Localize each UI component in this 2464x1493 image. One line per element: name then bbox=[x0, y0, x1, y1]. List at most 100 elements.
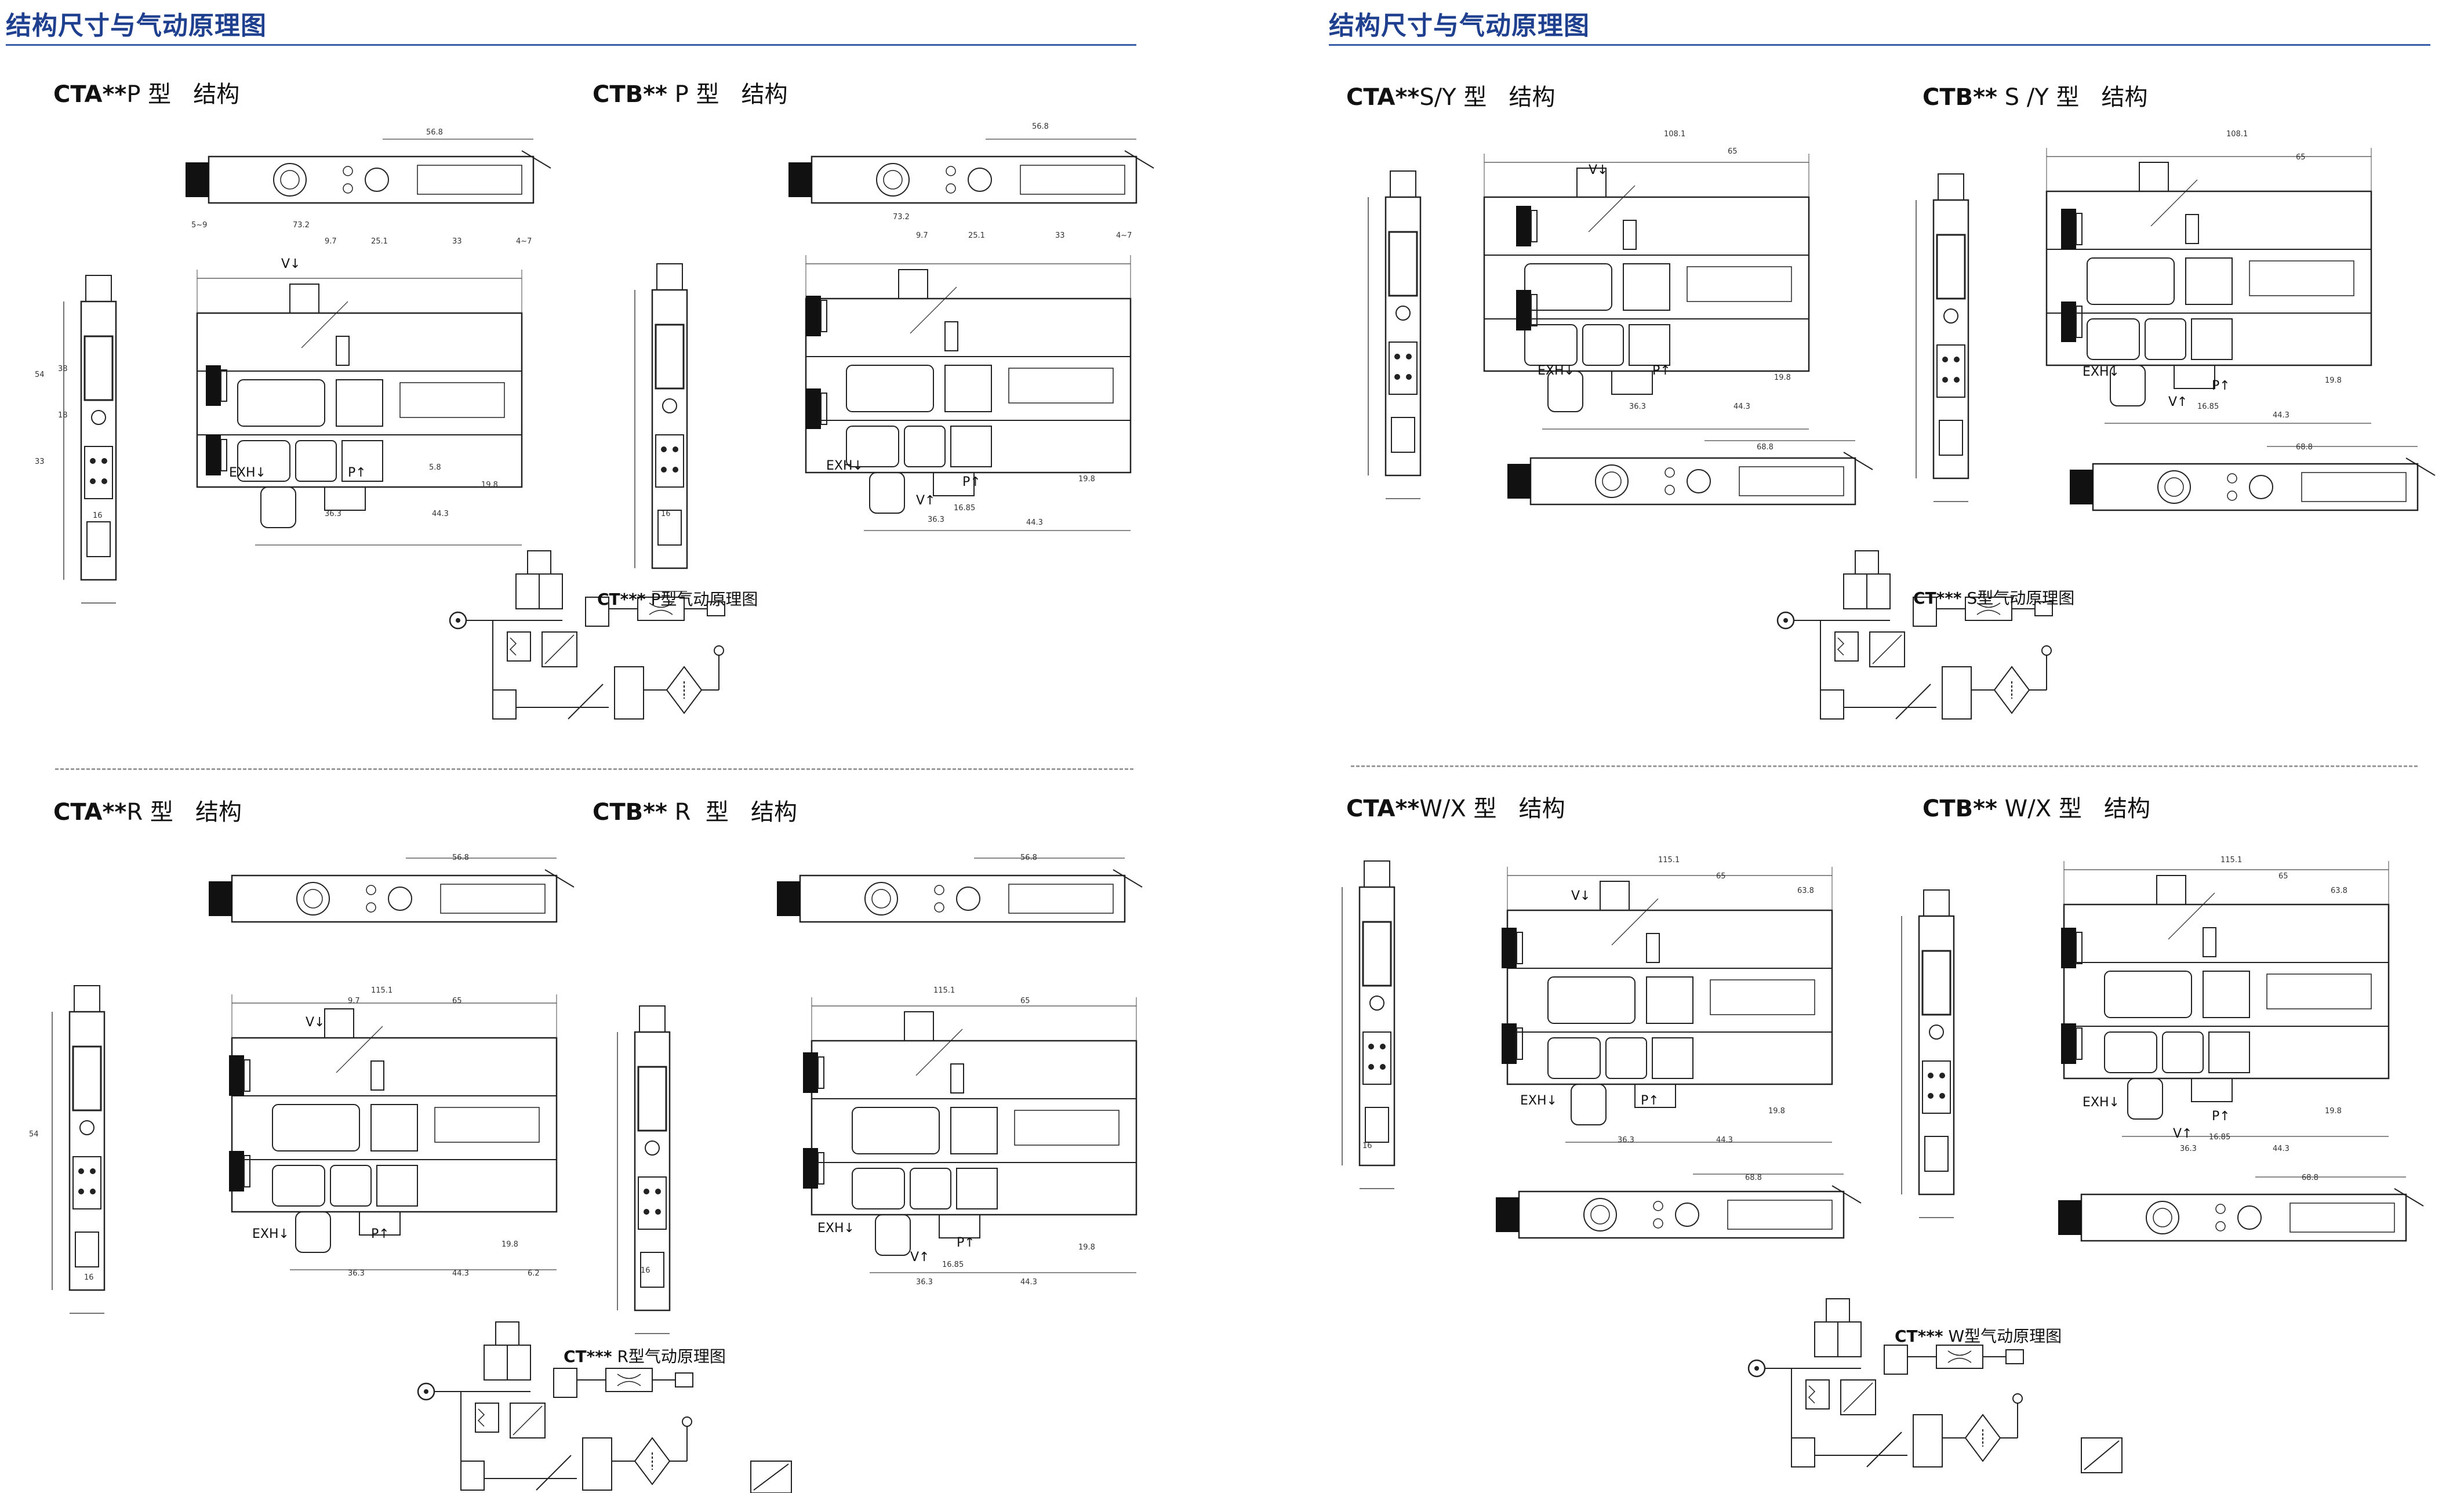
section-divider-right bbox=[1351, 765, 2418, 767]
dim-text: 36.3 bbox=[928, 515, 944, 524]
label-p-cta-wx: P↑ bbox=[1641, 1094, 1659, 1108]
section-title-cta-wx: CTA**W/X 型 结构 bbox=[1346, 795, 1565, 822]
dim-text: 36.3 bbox=[916, 1278, 933, 1287]
label-v-cta-p: V↓ bbox=[281, 257, 300, 271]
dim-text: 16 bbox=[93, 511, 103, 520]
dim-text: 4~7 bbox=[516, 237, 532, 246]
dim-text: 19.8 bbox=[1078, 1243, 1095, 1252]
schematic-caption-p: CT*** P型气动原理图 bbox=[597, 590, 758, 609]
label-p-cta-sy: P↑ bbox=[1652, 364, 1671, 378]
schematic-caption-r: CT*** R型气动原理图 bbox=[564, 1347, 726, 1366]
dim-text: 65 bbox=[452, 997, 462, 1005]
dim-text: 9.7 bbox=[325, 237, 337, 246]
dim-text: 44.3 bbox=[1716, 1136, 1733, 1145]
dim-text: 44.3 bbox=[1026, 518, 1043, 527]
dim-text: 108.1 bbox=[1664, 130, 1685, 139]
dim-text: 4~7 bbox=[1116, 231, 1132, 240]
label-exh-ctb-r: EXH↓ bbox=[817, 1221, 855, 1236]
dim-text: 19.8 bbox=[481, 481, 498, 489]
label-exh-cta-r: EXH↓ bbox=[252, 1227, 289, 1241]
dim-text: 6.2 bbox=[528, 1269, 540, 1278]
dim-text: 36.3 bbox=[348, 1269, 365, 1278]
dim-text: 16 bbox=[1362, 1142, 1372, 1150]
dim-text: 16 bbox=[641, 1266, 650, 1275]
dim-text: 25.1 bbox=[968, 231, 985, 240]
dim-text: 68.8 bbox=[2302, 1174, 2318, 1182]
dim-text: 65 bbox=[1728, 147, 1738, 156]
dim-text: 9.7 bbox=[348, 997, 360, 1005]
label-v-ctb-wx: V↑ bbox=[2173, 1127, 2192, 1141]
label-v-cta-r: V↓ bbox=[306, 1015, 325, 1030]
dim-text: 36.3 bbox=[325, 510, 341, 518]
dim-text: 9.7 bbox=[916, 231, 928, 240]
dim-text: 44.3 bbox=[1020, 1278, 1037, 1287]
section-title-cta-p: CTA**P 型 结构 bbox=[53, 81, 240, 108]
dim-text: 19.8 bbox=[1774, 373, 1791, 382]
section-title-ctb-sy: CTB** S /Y 型 结构 bbox=[1922, 84, 2148, 111]
section-title-cta-sy: CTA**S/Y 型 结构 bbox=[1346, 84, 1556, 111]
dim-text: 19.8 bbox=[2325, 376, 2342, 385]
dim-text: 56.8 bbox=[1032, 122, 1049, 131]
label-exh-cta-p: EXH↓ bbox=[229, 466, 266, 480]
dim-text: 16 bbox=[84, 1273, 94, 1282]
dim-text: 68.8 bbox=[1757, 443, 1774, 452]
dim-text: 16.85 bbox=[942, 1260, 964, 1269]
section-title-cta-r: CTA**R 型 结构 bbox=[53, 799, 242, 826]
dim-text: 18 bbox=[58, 411, 68, 420]
dim-text: 16.85 bbox=[954, 504, 975, 513]
page-heading-right: 结构尺寸与气动原理图 bbox=[1329, 11, 1590, 41]
dim-text: 56.8 bbox=[1020, 853, 1037, 862]
label-v-cta-wx: V↓ bbox=[1571, 889, 1590, 903]
dim-text: 16.85 bbox=[2197, 402, 2219, 411]
schematic-caption-w: CT*** W型气动原理图 bbox=[1895, 1327, 2062, 1346]
label-p-cta-r: P↑ bbox=[371, 1227, 390, 1241]
label-exh-cta-sy: EXH↓ bbox=[1538, 364, 1575, 378]
label-p-ctb-wx: P↑ bbox=[2212, 1109, 2230, 1124]
dim-text: 44.3 bbox=[2273, 411, 2289, 420]
label-p-ctb-sy: P↑ bbox=[2212, 379, 2230, 393]
heading-rule-right bbox=[1329, 44, 2430, 46]
dim-text: 68.8 bbox=[1745, 1174, 1762, 1182]
heading-rule-left bbox=[6, 44, 1136, 46]
label-exh-ctb-sy: EXH↓ bbox=[2083, 365, 2120, 379]
dim-text: 115.1 bbox=[933, 986, 955, 995]
dim-text: 36.3 bbox=[1618, 1136, 1634, 1145]
dim-text: 73.2 bbox=[293, 221, 310, 230]
dim-text: 25.1 bbox=[371, 237, 388, 246]
dim-text: 68.8 bbox=[2296, 443, 2313, 452]
dim-text: 19.8 bbox=[1768, 1107, 1785, 1116]
label-v-cta-sy: V↓ bbox=[1589, 163, 1608, 177]
dim-text: 65 bbox=[1716, 872, 1726, 881]
label-p-ctb-r: P↑ bbox=[957, 1236, 975, 1250]
dim-text: 16 bbox=[661, 510, 671, 518]
dim-text: 19.8 bbox=[2325, 1107, 2342, 1116]
dim-text: 115.1 bbox=[2220, 856, 2242, 864]
dim-text: 33 bbox=[452, 237, 462, 246]
dim-text: 36.3 bbox=[2180, 1145, 2197, 1153]
dim-text: 54 bbox=[29, 1130, 39, 1139]
label-exh-ctb-wx: EXH↓ bbox=[2083, 1095, 2120, 1110]
dim-text: 115.1 bbox=[371, 986, 393, 995]
dim-text: 5~9 bbox=[191, 221, 207, 230]
dim-text: 5.8 bbox=[429, 463, 441, 472]
section-title-ctb-wx: CTB** W/X 型 结构 bbox=[1922, 795, 2150, 822]
dim-text: 65 bbox=[1020, 997, 1030, 1005]
section-title-ctb-p: CTB** P 型 结构 bbox=[593, 81, 788, 108]
dim-text: 44.3 bbox=[2273, 1145, 2289, 1153]
dim-text: 108.1 bbox=[2226, 130, 2248, 139]
dim-text: 54 bbox=[35, 370, 45, 379]
schematic-caption-s: CT*** S型气动原理图 bbox=[1913, 589, 2075, 608]
dim-text: 63.8 bbox=[2331, 887, 2347, 895]
dim-text: 65 bbox=[2278, 872, 2288, 881]
dim-text: 56.8 bbox=[426, 128, 443, 137]
dim-text: 36.3 bbox=[1629, 402, 1646, 411]
dim-text: 56.8 bbox=[452, 853, 469, 862]
dim-text: 73.2 bbox=[893, 213, 910, 221]
section-divider-left bbox=[55, 768, 1133, 770]
label-p-ctb-p: P↑ bbox=[962, 475, 981, 489]
label-v-ctb-r: V↑ bbox=[910, 1250, 929, 1265]
dim-text: 65 bbox=[2296, 153, 2306, 162]
dim-text: 115.1 bbox=[1658, 856, 1680, 864]
label-v-ctb-p: V↑ bbox=[916, 493, 935, 508]
